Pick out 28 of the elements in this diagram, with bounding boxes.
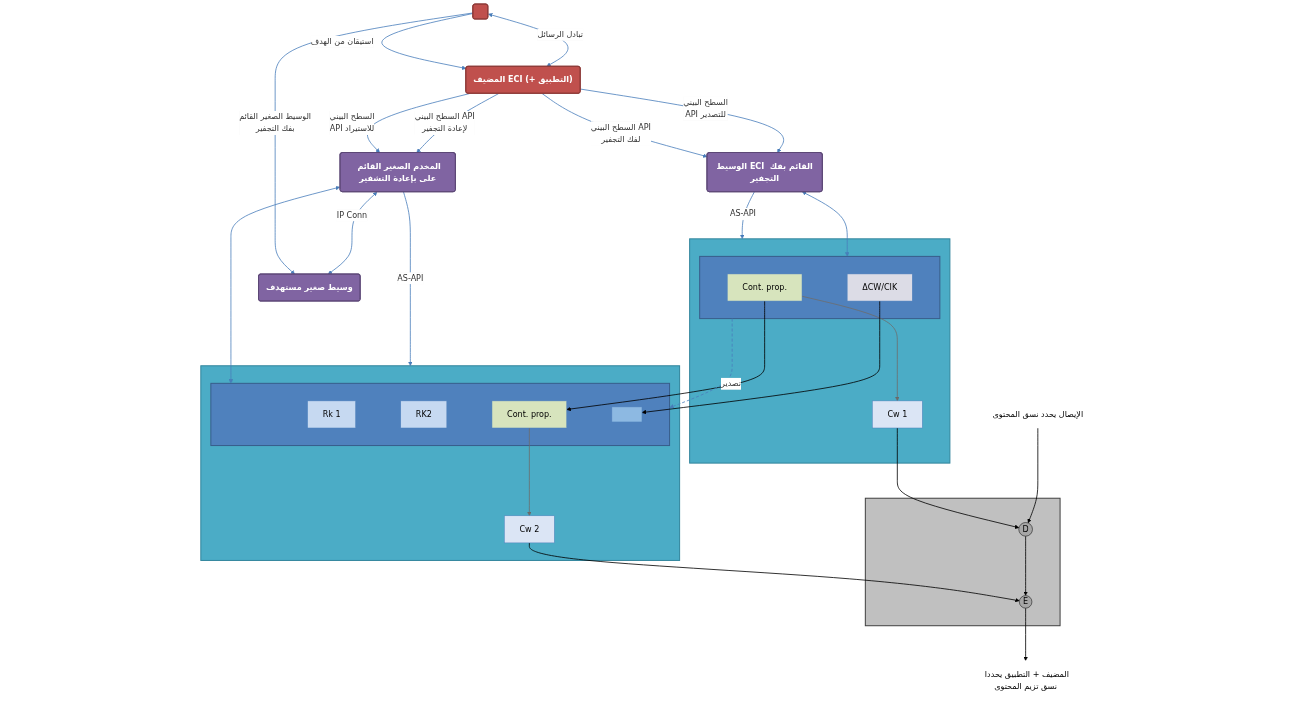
node-box: Cont. prop.: [727, 273, 803, 302]
node-box: RK2: [400, 400, 448, 429]
node-box: Cw 1: [872, 400, 923, 429]
edge-label: استيقان من الهدف: [310, 36, 374, 47]
node-box: Cw 2: [504, 515, 555, 544]
node-box: ΔCW/CIK: [846, 273, 913, 302]
node-box: Cont. prop.: [491, 400, 567, 429]
edge-label: السطح البيني API لفك التجفير: [590, 122, 651, 144]
edge-label: السطح البيني API لإعادة التجفير: [414, 111, 475, 134]
cluster: [699, 255, 941, 320]
cluster: [210, 382, 671, 447]
edge-label: AS-API: [729, 208, 756, 219]
node-text: الإيصال يحدد نسق المحتوى: [992, 409, 1084, 419]
cluster: [864, 497, 1061, 627]
edge-label: السطح البيني API للتصدير: [683, 97, 728, 120]
edge-label: تبادل الرسائل: [537, 29, 584, 40]
edge-label: الوسيط الصغير القائم بفك التجفير: [239, 111, 312, 134]
edge-label: السطح البيني API للاستيراد: [329, 111, 375, 134]
edge-label: IP Conn: [336, 210, 368, 220]
cluster: [689, 238, 951, 464]
node-circle: D: [1018, 522, 1033, 537]
node-box: Rk 1: [307, 400, 356, 429]
edge-label: تصدير: [720, 378, 742, 389]
cluster: [200, 365, 681, 561]
node-text: المضيف + التطبيق يحددا نسق تزيم المحتوى: [984, 669, 1069, 691]
node-box: [611, 406, 643, 423]
node-circle: E: [1019, 595, 1033, 609]
edge-label: AS-API: [397, 273, 424, 283]
